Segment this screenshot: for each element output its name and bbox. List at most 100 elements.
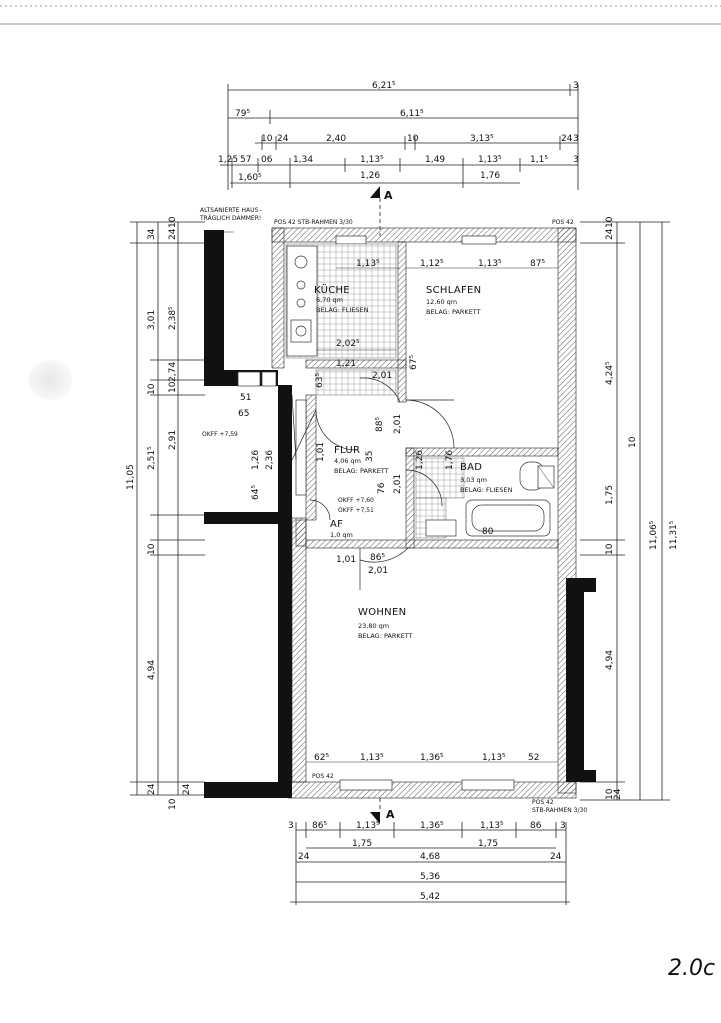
dim-top-r3-3: 2,40 <box>326 134 346 144</box>
room-wohnen-name: WOHNEN <box>358 607 406 618</box>
dim-bottom-r4-1: 5,36 <box>420 872 440 882</box>
dim-wohnen-b3: 1,36⁵ <box>420 753 444 763</box>
dim-af-1: 1,01 <box>336 555 356 565</box>
dim-bottom-r1-3: 1,13⁵ <box>356 821 380 831</box>
dim-right-11: 24 <box>613 788 623 800</box>
room-schlafen-floor: BELAG: PARKETT <box>426 308 481 316</box>
room-af-name: AF <box>330 519 343 530</box>
pos-bottom-left: POS 42 <box>312 773 334 780</box>
room-flur-floor: BELAG: PARKETT <box>334 467 389 475</box>
dim-top-r4-2: 57 <box>240 155 251 165</box>
dim-bottom-r1-4: 1,36⁵ <box>420 821 444 831</box>
dim-kueche-w: 2,02⁵ <box>336 339 360 349</box>
okff-1: OKFF +7,60 <box>338 497 374 504</box>
dim-right-2: 10 <box>605 216 615 228</box>
okff-left: OKFF +7,59 <box>202 431 238 438</box>
dim-flur-3: 1,01 <box>316 442 326 462</box>
dim-flur-2: 2,01 <box>393 414 403 434</box>
page-number: 2.0c <box>668 956 715 981</box>
dim-top-r3-7: 3 <box>573 134 579 144</box>
room-kueche-name: KÜCHE <box>314 283 350 296</box>
dim-left-13: 4,94 <box>147 660 157 680</box>
dim-left-inner-2: 65 <box>238 409 249 419</box>
room-wohnen-area: 23,80 qm <box>358 622 389 630</box>
section-label-bottom: A <box>386 808 395 821</box>
room-schlafen-name: SCHLAFEN <box>426 285 481 296</box>
dim-left-14: 24 <box>147 783 157 795</box>
dim-left-11: 11,05 <box>126 464 136 490</box>
altbau-note-2: TRÄGLICH DAMMER! <box>199 215 261 222</box>
inner-dimensions: 1,13⁵ 1,12⁵ 1,13⁵ 87⁵ 2,02⁵ 1,21 63⁵ 2,0… <box>238 259 558 763</box>
section-label-top: A <box>384 189 393 202</box>
dim-bad-3: 80 <box>482 527 494 537</box>
dim-flur-1: 88⁵ <box>375 417 385 432</box>
room-bad-floor: BELAG: FLIESEN <box>460 486 513 494</box>
dim-right-8: 10 <box>605 543 615 555</box>
dim-top-r5-1: 1,60⁵ <box>238 173 262 183</box>
dim-top-r3-2: 24 <box>277 134 289 144</box>
dim-schlafen-c: 87⁵ <box>530 259 545 269</box>
dim-top-r3-1: 10 <box>261 134 273 144</box>
dim-left-6: 2,74 <box>168 362 178 382</box>
altbau-note-1: ALTSANIERTE HAUS - <box>200 207 262 214</box>
pos-bottom-right-1: POS 42 <box>532 799 554 806</box>
dim-wohnen-b1: 62⁵ <box>314 753 329 763</box>
pos-top-right: POS 42 <box>552 219 574 226</box>
dim-top-r2-1: 79⁵ <box>235 109 250 119</box>
dim-right-5: 11,31⁵ <box>669 520 679 550</box>
dim-bad-1: 1,26 <box>415 450 425 470</box>
dim-bad-2: 1,76 <box>445 450 455 470</box>
okff-2: OKFF +7,51 <box>338 507 374 514</box>
dim-bottom-r2-1: 1,75 <box>352 839 372 849</box>
dim-top-r1-2: 3 <box>573 81 579 91</box>
dim-top-r3-4: 10 <box>407 134 419 144</box>
dim-flur-6: 2,01 <box>393 474 403 494</box>
dim-right-4: 11,06⁵ <box>649 520 659 550</box>
dim-bottom-r1-1: 3 <box>288 821 294 831</box>
pos-top-left: POS 42 STB-RAHMEN 3/30 <box>274 219 353 226</box>
dim-wohnen-b2: 1,13⁵ <box>360 753 384 763</box>
room-af-area: 1,0 qm <box>330 531 353 539</box>
dim-af-2: 86⁵ <box>370 553 385 563</box>
dim-bottom-r1-6: 86 <box>530 821 542 831</box>
dim-top-r2-2: 6,11⁵ <box>400 109 424 119</box>
dim-schlafen-b: 1,13⁵ <box>478 259 502 269</box>
dim-flur-5: 76 <box>377 482 387 494</box>
dim-left-inner-3: 1,26 <box>251 450 261 470</box>
dim-bottom-r1-5: 1,13⁵ <box>480 821 504 831</box>
room-flur-area: 4,06 qm <box>334 457 361 465</box>
dim-left-8: 10 <box>168 381 178 393</box>
room-kueche-area: 6,70 qm <box>316 296 343 304</box>
dim-right-3: 4,24⁵ <box>605 361 615 385</box>
dim-bottom-r3-2: 4,68 <box>420 852 440 862</box>
top-dimensions: 6,21⁵ 3 79⁵ 6,11⁵ 10 24 2,40 10 3,13⁵ 24… <box>218 81 579 190</box>
dim-top-r4-4: 1,34 <box>293 155 313 165</box>
dim-left-inner-1: 51 <box>240 393 251 403</box>
dim-left-2: 24 <box>168 228 178 240</box>
dim-top-r4-3: 06 <box>261 155 273 165</box>
right-dimensions: 24 10 4,24⁵ 11,06⁵ 11,31⁵ 10 1,75 10 4,9… <box>580 216 679 801</box>
dim-left-4: 3,01 <box>147 310 157 330</box>
dim-top-r5-2: 1,26 <box>360 171 380 181</box>
room-schlafen-area: 12,60 qm <box>426 298 457 306</box>
dim-left-10: 2,51⁵ <box>147 446 157 470</box>
scan-smudge <box>28 360 72 400</box>
dim-top-r1-1: 6,21⁵ <box>372 81 396 91</box>
room-flur-name: FLUR <box>334 445 360 456</box>
fixtures <box>286 245 555 537</box>
left-dimensions: 34 24 10 3,01 2,38⁵ 2,74 10 10 2,91 2,51… <box>126 216 205 810</box>
dim-schlafen-a: 1,12⁵ <box>420 259 444 269</box>
room-bad-name: BAD <box>460 462 482 473</box>
room-bad-area: 3,03 qm <box>460 476 487 484</box>
dim-right-9: 4,94 <box>605 650 615 670</box>
dim-k4: 67⁵ <box>409 355 419 370</box>
dim-bottom-r3-3: 24 <box>550 852 562 862</box>
dim-left-1: 34 <box>147 228 157 240</box>
dim-left-inner-4: 2,36 <box>265 450 275 470</box>
dim-top-r4-6: 1,49 <box>425 155 445 165</box>
dim-bottom-r1-2: 86⁵ <box>312 821 327 831</box>
dim-k1: 1,21 <box>336 359 356 369</box>
scan-edges <box>0 5 721 25</box>
dim-bottom-r1-7: 3 <box>560 821 566 831</box>
